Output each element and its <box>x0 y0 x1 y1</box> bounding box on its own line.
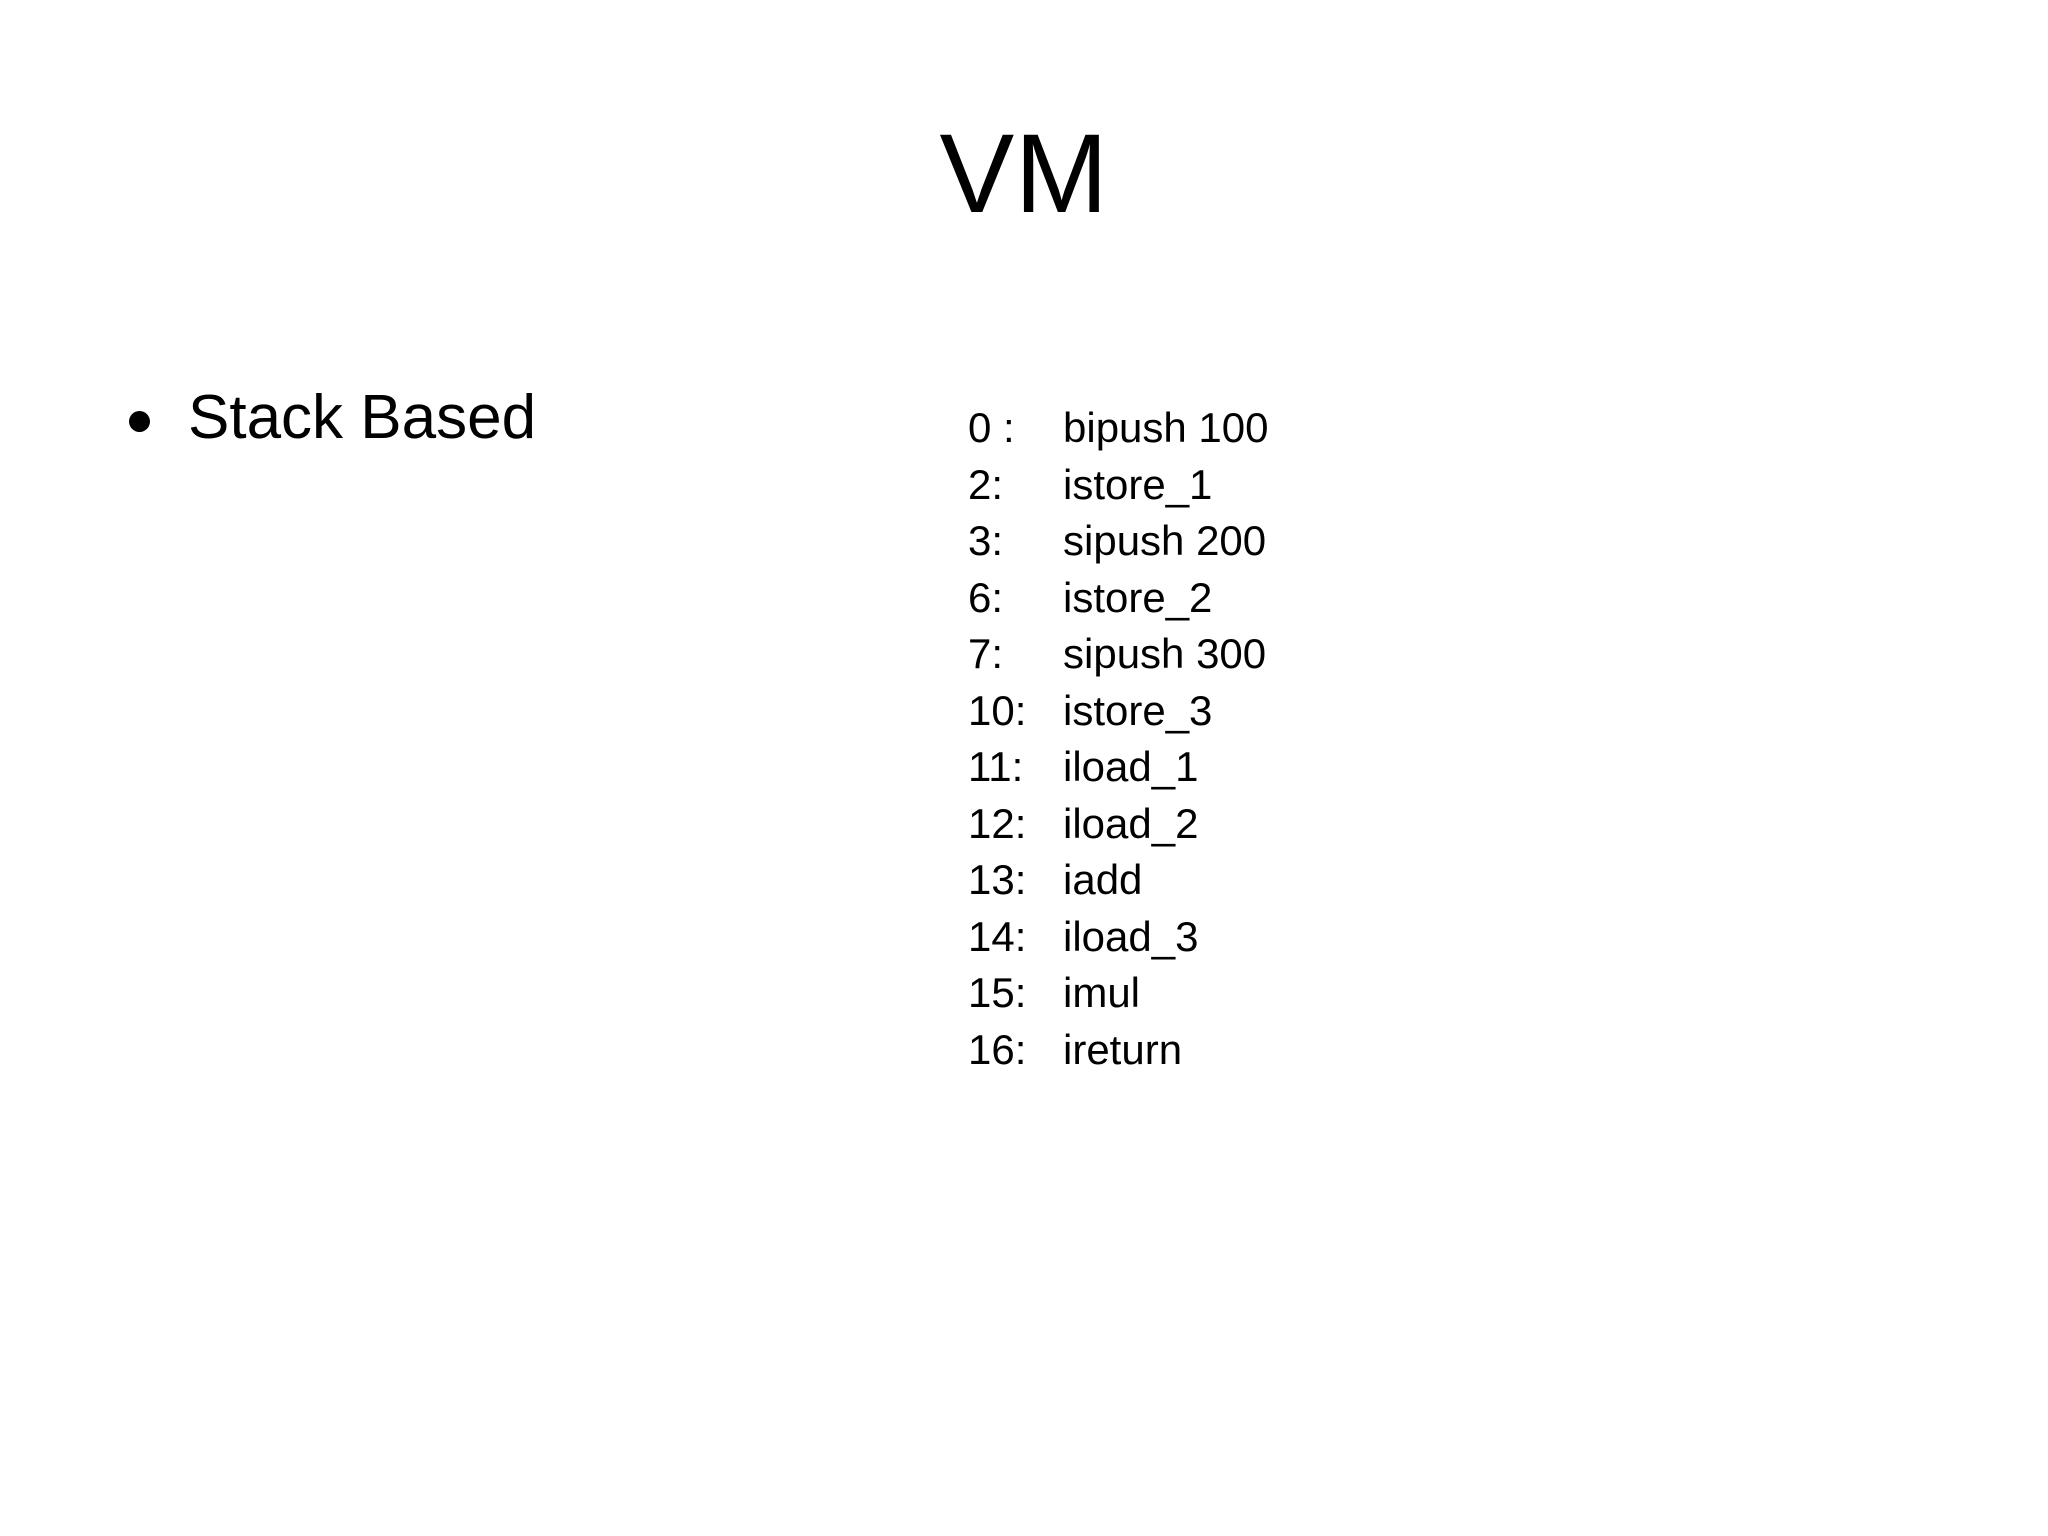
bullet-list: Stack Based <box>120 382 860 454</box>
bullet-dot-icon <box>120 382 188 454</box>
bytecode-offset: 14: <box>968 912 1027 960</box>
bytecode-line: 0 : bipush 100 <box>968 400 1269 457</box>
bytecode-offset: 0 : <box>968 404 1015 451</box>
bytecode-instruction: imul <box>1063 969 1141 1016</box>
slide-title: VM <box>939 111 1109 236</box>
bytecode-instruction: sipush 200 <box>1063 517 1267 564</box>
bytecode-offset: 11: <box>968 743 1024 790</box>
bullet-item-label: Stack Based <box>188 383 537 452</box>
bytecode-offset: 3: <box>968 517 1004 564</box>
bytecode-instruction: iadd <box>1063 856 1143 903</box>
bytecode-offset: 2: <box>968 460 1004 508</box>
bytecode-offset: 13: <box>968 856 1027 903</box>
bytecode-line: 15: imul <box>968 965 1269 1022</box>
bytecode-instruction: istore_2 <box>1063 573 1213 621</box>
bytecode-instruction: sipush 300 <box>1063 630 1267 677</box>
bytecode-instruction: istore_3 <box>1063 686 1213 734</box>
bytecode-listing: 0 : bipush 100 2: istore_1 3: sipush 200… <box>968 400 1269 1078</box>
bytecode-line: 14: iload_3 <box>968 909 1269 966</box>
bytecode-line: 3: sipush 200 <box>968 513 1269 570</box>
bytecode-line: 16: ireturn <box>968 1022 1269 1079</box>
bytecode-offset: 7: <box>968 630 1004 677</box>
bytecode-offset: 6: <box>968 573 1004 621</box>
bytecode-instruction: bipush 100 <box>1063 404 1269 451</box>
bytecode-instruction: ireturn <box>1063 1025 1183 1073</box>
bytecode-line: 13: iadd <box>968 852 1269 909</box>
bytecode-instruction: iload_2 <box>1063 799 1199 847</box>
bytecode-line: 2: istore_1 <box>968 457 1269 514</box>
bytecode-offset: 12: <box>968 799 1027 847</box>
bytecode-instruction: iload_1 <box>1063 743 1199 790</box>
list-item: Stack Based <box>120 382 860 454</box>
bytecode-line: 12: iload_2 <box>968 796 1269 853</box>
bytecode-instruction: istore_1 <box>1063 460 1213 508</box>
bytecode-line: 7: sipush 300 <box>968 626 1269 683</box>
bytecode-line: 11: iload_1 <box>968 739 1269 796</box>
bytecode-offset: 10: <box>968 686 1027 734</box>
bytecode-offset: 15: <box>968 969 1027 1016</box>
bytecode-line: 10: istore_3 <box>968 683 1269 740</box>
bytecode-line: 6: istore_2 <box>968 570 1269 627</box>
bytecode-offset: 16: <box>968 1025 1027 1073</box>
bytecode-instruction: iload_3 <box>1063 912 1199 960</box>
